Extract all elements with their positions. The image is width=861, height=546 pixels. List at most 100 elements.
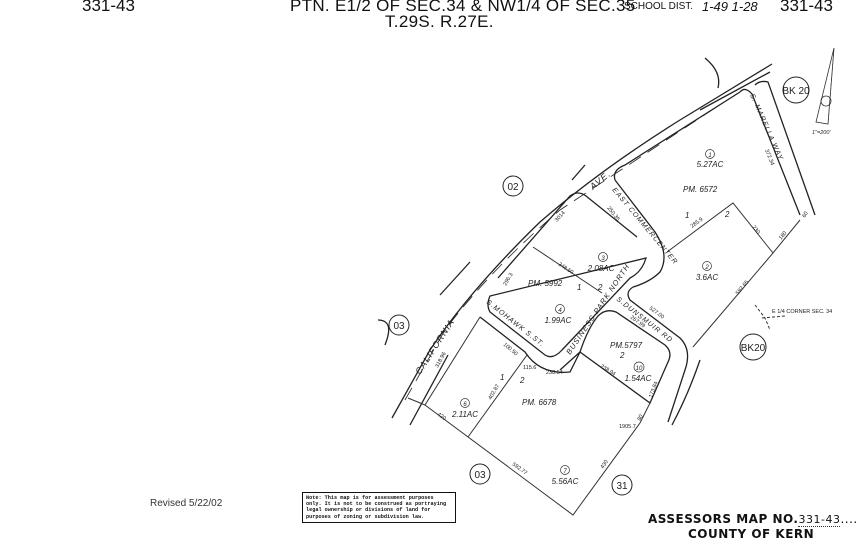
svg-text:1.54AC: 1.54AC xyxy=(625,374,652,383)
svg-text:5.27AC: 5.27AC xyxy=(697,160,724,169)
california-ave-centerline xyxy=(404,107,716,401)
street-east-commercenter: EAST COMMERCENTER xyxy=(610,187,678,267)
svg-text:2: 2 xyxy=(704,265,709,271)
parcel-7: 7 5.56AC xyxy=(552,465,579,486)
school-district-values: 1-49 1-28 xyxy=(702,0,758,14)
svg-text:1.99AC: 1.99AC xyxy=(545,316,572,325)
pm5797-boundary xyxy=(559,310,671,405)
township-range: T.29S. R.27E. xyxy=(385,12,494,31)
pm6572-divider xyxy=(666,202,801,348)
parcel-4: 4 1.99AC xyxy=(545,304,572,325)
street-mohawk: S.MOHAWK S.ST. xyxy=(485,299,546,349)
mohawk-south-edge xyxy=(479,316,581,373)
pm-6678: PM. 6678 xyxy=(522,398,557,407)
assessors-map-number: ASSESSORS MAP NO.331-43.... xyxy=(648,512,858,527)
svg-text:03: 03 xyxy=(393,321,405,332)
lot-number: 1 xyxy=(685,211,689,220)
pm6678-boundary xyxy=(424,316,651,516)
dimension-label: 60 xyxy=(802,211,810,219)
school-district-label: SCHOOL DIST. xyxy=(624,1,694,12)
dimension-label: 285.9 xyxy=(690,217,705,230)
lot-number: 2 xyxy=(619,351,625,360)
lot-number: 1 xyxy=(577,283,581,292)
marella-way-ne-line xyxy=(699,71,771,111)
disclaimer-note: Note: This map is for assessment purpose… xyxy=(302,492,456,523)
pm6572-ca-edge xyxy=(613,91,741,181)
marella-way-east-edge xyxy=(754,80,816,216)
book-ref-02: 02 xyxy=(502,175,524,197)
revised-date: Revised 5/22/02 xyxy=(150,498,223,509)
california-ave-north-stub xyxy=(439,261,471,296)
svg-text:7: 7 xyxy=(563,469,567,475)
book-ref-31: 31 xyxy=(611,474,633,496)
county-name: COUNTY OF KERN xyxy=(688,527,815,541)
dimension-label: 592.77 xyxy=(511,462,528,477)
map-number-left: 331-43 xyxy=(82,0,135,15)
dimension-label: 420 xyxy=(436,412,447,422)
parcel-10: 10 1.54AC xyxy=(625,361,652,383)
parcel-3: 3 2.08AC xyxy=(587,252,615,273)
pm6678-divider xyxy=(467,354,528,438)
book-ref-03-lower: 03 xyxy=(469,463,491,485)
book-ref-bk20-top: BK 20 xyxy=(782,76,810,104)
svg-text:6: 6 xyxy=(463,402,467,408)
marella-way-west-edge xyxy=(739,88,801,216)
corner-tick xyxy=(754,304,786,331)
dimension-label: 372.34 xyxy=(763,149,775,167)
svg-text:2.08AC: 2.08AC xyxy=(587,264,615,273)
dimension-label: 402.87 xyxy=(488,383,502,401)
svg-text:10: 10 xyxy=(636,366,643,372)
bk20-curve xyxy=(671,359,701,426)
southwest-curve xyxy=(377,319,390,346)
svg-text:5.56AC: 5.56AC xyxy=(552,477,579,486)
dimension-label: 348.50 xyxy=(557,262,574,276)
california-ave-se-edge xyxy=(409,354,449,426)
california-ave-nw-edge xyxy=(391,63,773,419)
dimension-label: 238.94 xyxy=(599,364,616,378)
dimension-label: 1905.7 xyxy=(619,424,636,430)
svg-text:3.6AC: 3.6AC xyxy=(696,273,718,282)
book-ref-03-upper: 03 xyxy=(388,314,410,336)
dimension-label: 238.54 xyxy=(546,370,563,376)
parcel-6: 6 2.11AC xyxy=(451,398,478,419)
dimension-label: 230 xyxy=(750,225,760,236)
street-ave: AVE. xyxy=(587,168,613,192)
map-number-right: 331-43 xyxy=(780,0,833,15)
svg-text:31: 31 xyxy=(616,481,628,492)
dimension-label: 80 xyxy=(637,414,645,422)
map-title: PTN. E1/2 OF SEC.34 & NW1/4 OF SEC.35 xyxy=(290,0,636,15)
dimension-label: 527.00 xyxy=(648,306,665,321)
dimension-label: 430 xyxy=(600,459,610,470)
pm5992-divider xyxy=(532,246,603,294)
svg-text:2.11AC: 2.11AC xyxy=(451,410,478,419)
corner-note: E 1/4 CORNER SEC. 34 xyxy=(772,309,832,315)
california-ave-ne-corner xyxy=(704,57,720,89)
svg-text:1: 1 xyxy=(708,153,711,159)
lot-number: 2 xyxy=(519,376,525,385)
svg-text:4: 4 xyxy=(558,308,562,314)
dimension-label: 115.6 xyxy=(523,365,536,371)
dimension-label: 592.65 xyxy=(735,280,750,297)
lot-number: 2 xyxy=(597,283,603,292)
pm5992-boundary xyxy=(487,192,647,358)
dimension-label: 173.84 xyxy=(648,381,659,399)
lot-number: 2 xyxy=(724,210,730,219)
map-scale: 1"=200' xyxy=(812,130,831,136)
street-dunsmuir: S.DUNSMUIR RD xyxy=(615,296,674,344)
pm-5797: PM.5797 xyxy=(610,341,643,350)
pm-5992: PM. 5992 xyxy=(528,279,563,288)
parcel-1: 15.27AC xyxy=(697,149,724,169)
svg-text:02: 02 xyxy=(507,182,519,193)
pm-6572: PM. 6572 xyxy=(683,185,718,194)
svg-text:BK 20: BK 20 xyxy=(782,86,810,97)
pm6678-west-line xyxy=(407,397,426,406)
north-arrow-icon xyxy=(815,47,835,125)
dimension-label: 296.3 xyxy=(503,272,515,287)
svg-text:BK20: BK20 xyxy=(741,343,766,354)
svg-text:03: 03 xyxy=(474,470,486,481)
svg-text:3: 3 xyxy=(601,256,605,262)
dunsmuir-north-edge xyxy=(627,286,689,423)
parcel-2: 2 3.6AC xyxy=(696,261,718,282)
lot-number: 1 xyxy=(500,373,504,382)
